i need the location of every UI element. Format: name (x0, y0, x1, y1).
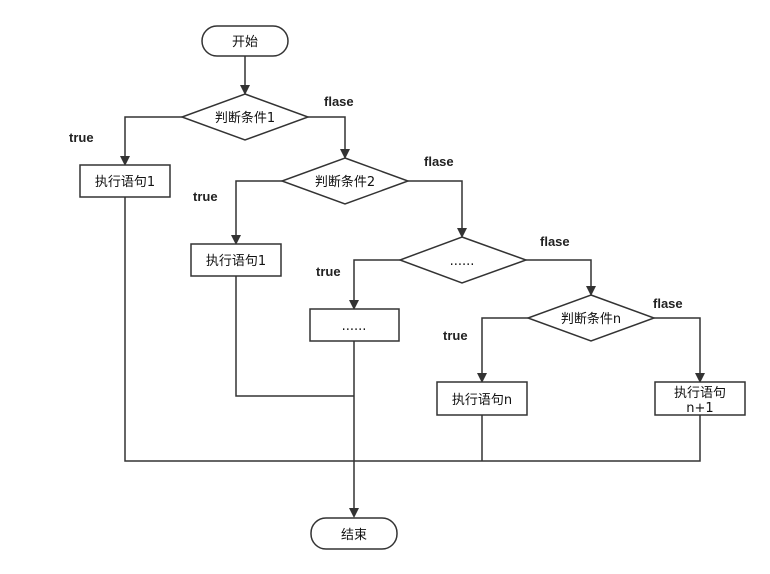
cond2-label: 判断条件2 (315, 174, 375, 190)
start-label: 开始 (232, 35, 258, 50)
edge-label-false2: flase (424, 154, 454, 169)
edge-condn-true (477, 317, 528, 383)
edge-label-false1: flase (324, 94, 354, 109)
edge-cond3-true (349, 259, 400, 310)
edge-label-false4: flase (653, 296, 683, 311)
condn-label: 判断条件n (561, 311, 621, 327)
cond-ellipsis-label: ...... (450, 254, 475, 269)
process-stmt1: 执行语句1 (79, 164, 171, 198)
decision-cond1: 判断条件1 (179, 93, 311, 141)
stmt1-label: 执行语句1 (95, 175, 155, 190)
edge-stmt2-merge (235, 276, 354, 397)
end-node: 结束 (310, 517, 398, 550)
process-stmt-last: 执行语句 n+1 (654, 381, 746, 416)
edge-label-false3: flase (540, 234, 570, 249)
edge-labels: true flase true flase true flase true fl… (69, 94, 683, 343)
edge-label-true1: true (69, 130, 94, 145)
end-label: 结束 (341, 528, 367, 543)
edge-cond3-false (526, 259, 596, 296)
edge-cond1-false (308, 116, 350, 159)
decision-cond2: 判断条件2 (279, 157, 411, 205)
process-stmt2: 执行语句1 (190, 243, 282, 277)
stmt-last-label-line1: 执行语句 (674, 386, 726, 401)
edge-cond1-true (120, 116, 182, 166)
process-stmtn: 执行语句n (436, 381, 528, 416)
edge-condn-false (654, 317, 705, 383)
stmt-last-label-line2: n+1 (686, 401, 713, 416)
edge-stmt1-merge (124, 197, 701, 462)
edge-label-true4: true (443, 328, 468, 343)
edge-label-true3: true (316, 264, 341, 279)
edge-cond2-false (408, 180, 467, 238)
cond1-label: 判断条件1 (215, 110, 275, 126)
stmtn-label: 执行语句n (452, 393, 512, 408)
stmt2-label: 执行语句1 (206, 254, 266, 269)
stmt-ellipsis-label: ...... (342, 319, 367, 334)
edge-cond2-true (231, 180, 282, 245)
decision-condn: 判断条件n (525, 294, 657, 342)
start-node: 开始 (201, 25, 289, 57)
decision-ellipsis: ...... (397, 236, 529, 284)
process-ellipsis: ...... (309, 308, 400, 342)
edge-label-true2: true (193, 189, 218, 204)
connectors (120, 56, 705, 518)
